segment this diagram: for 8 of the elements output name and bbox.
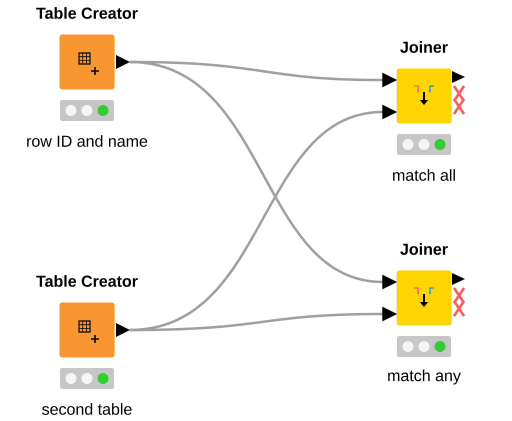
node-caption: match all — [393, 169, 455, 181]
node-title: Joiner — [400, 41, 448, 53]
node-title: Table Creator — [36, 275, 138, 287]
node-caption: second table — [42, 403, 132, 415]
node-title: Table Creator — [36, 7, 138, 19]
node-caption: match any — [388, 370, 461, 384]
node-caption: row ID and name — [27, 135, 148, 147]
node-title: Joiner — [400, 243, 448, 255]
